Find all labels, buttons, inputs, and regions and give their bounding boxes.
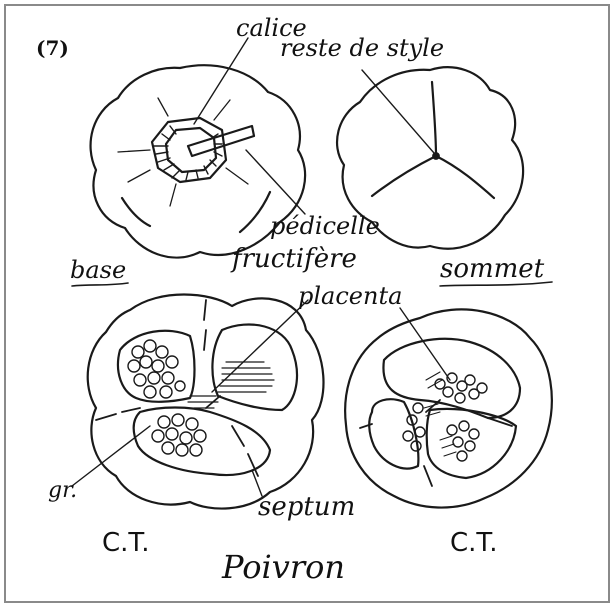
sommet-groove-right bbox=[436, 156, 494, 198]
label-placenta: placenta bbox=[298, 282, 402, 310]
style-leader bbox=[362, 70, 434, 153]
figure-number: (7) bbox=[36, 36, 69, 60]
label-sommet: sommet bbox=[440, 254, 544, 284]
sommet-groove-top bbox=[432, 82, 436, 156]
label-fructifere: fructifère bbox=[232, 244, 357, 274]
gr-leader bbox=[72, 426, 150, 486]
cs-left-inner-right bbox=[212, 324, 297, 410]
cs-right-inner-left bbox=[369, 399, 418, 468]
label-reste-de-style: reste de style bbox=[280, 34, 444, 62]
base-lobe-line bbox=[240, 192, 270, 232]
cs-right-leader bbox=[400, 308, 450, 380]
label-ct-left: C.T. bbox=[102, 528, 149, 558]
label-gr: gr. bbox=[48, 478, 77, 503]
label-septum: septum bbox=[258, 492, 355, 522]
cs-right-inner-top bbox=[383, 339, 520, 418]
cs-right-seeds bbox=[403, 373, 487, 461]
cross-section-right bbox=[345, 308, 552, 508]
pedicelle-leader bbox=[246, 150, 305, 214]
figure-title: Poivron bbox=[222, 548, 345, 586]
placenta-leader bbox=[212, 300, 308, 392]
cs-right-inner-right bbox=[427, 409, 516, 478]
sommet-groove-left bbox=[372, 156, 436, 196]
label-base: base bbox=[70, 256, 126, 284]
label-ct-right: C.T. bbox=[450, 528, 497, 558]
base-radial-lines bbox=[118, 98, 248, 206]
base-lobe-line-2 bbox=[122, 198, 150, 226]
style-remnant bbox=[433, 153, 439, 159]
label-pedicelle: pédicelle bbox=[270, 212, 380, 240]
cross-section-left bbox=[72, 295, 323, 509]
